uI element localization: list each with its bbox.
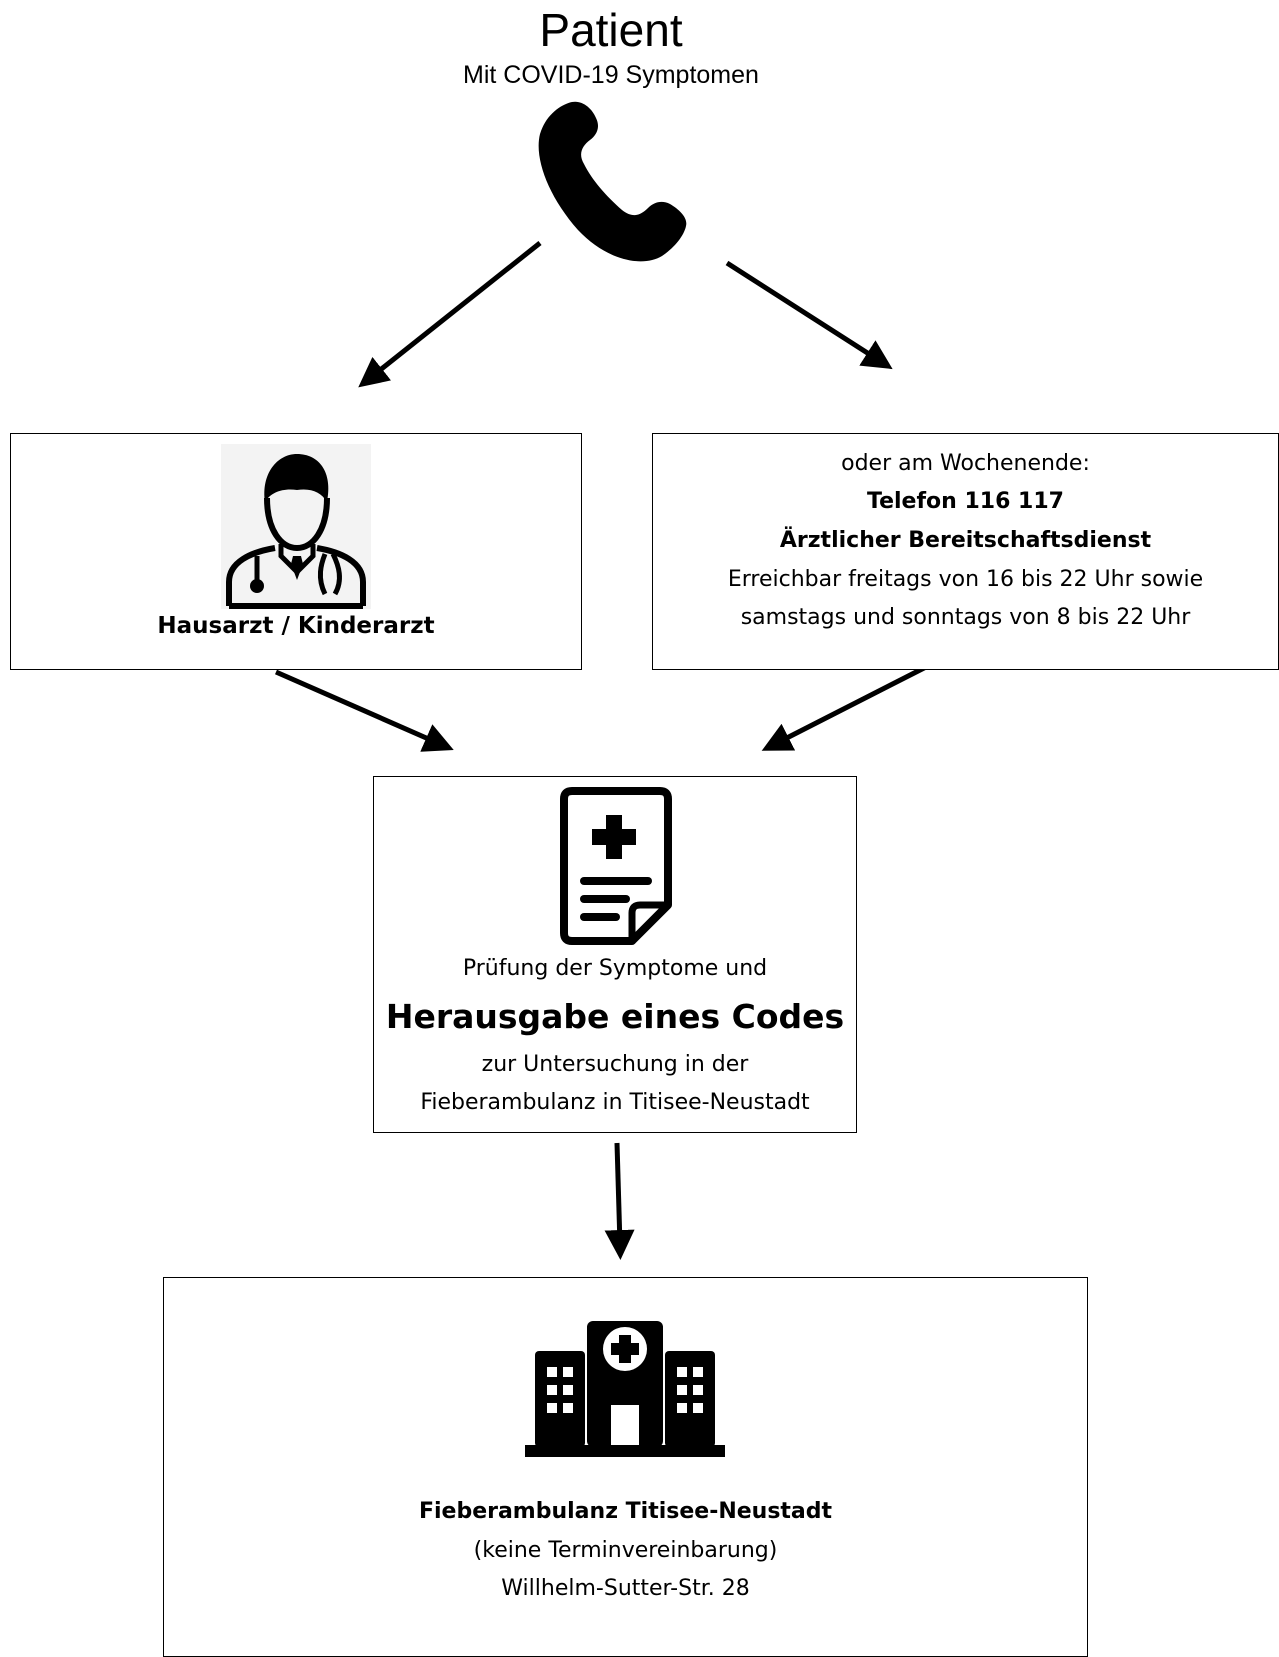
service-name-text: Ärztlicher Bereitschaftsdienst xyxy=(779,528,1152,553)
no-appointment-text: (keine Terminvereinbarung) xyxy=(473,1538,778,1563)
availability-text-1: Erreichbar freitags von 16 bis 22 Uhr so… xyxy=(727,567,1204,592)
arrow-phone-to-hausarzt xyxy=(358,241,542,388)
pruefung-box: Prüfung der Symptome und Herausgabe eine… xyxy=(373,776,857,1133)
arrow-hausarzt-to-pruefung xyxy=(274,669,454,752)
bereitschaftsdienst-box: oder am Wochenende: Telefon 116 117 Ärzt… xyxy=(652,433,1279,670)
hospital-icon xyxy=(525,1321,725,1457)
hausarzt-label: Hausarzt / Kinderarzt xyxy=(157,613,435,639)
code-purpose-text-1: zur Untersuchung in der xyxy=(481,1052,749,1077)
arrow-phone-to-bereitschaftsdienst xyxy=(725,260,893,370)
arrow-bereitschaftsdienst-to-pruefung xyxy=(761,664,928,751)
code-headline: Herausgabe eines Codes xyxy=(385,997,845,1036)
arrow-pruefung-to-fieberambulanz xyxy=(604,1142,635,1260)
phone-icon xyxy=(538,101,687,262)
weekend-intro-text: oder am Wochenende: xyxy=(841,451,1090,476)
address-text: Willhelm-Sutter-Str. 28 xyxy=(501,1576,750,1601)
doctor-icon xyxy=(221,444,371,609)
hausarzt-box: Hausarzt / Kinderarzt xyxy=(10,433,582,670)
medical-document-icon xyxy=(560,787,672,945)
diagram-subtitle: Mit COVID-19 Symptomen xyxy=(463,61,759,89)
code-purpose-text-2: Fieberambulanz in Titisee-Neustadt xyxy=(420,1090,810,1115)
fieberambulanz-name: Fieberambulanz Titisee-Neustadt xyxy=(418,1499,833,1524)
diagram-title: Patient xyxy=(539,4,683,56)
availability-text-2: samstags und sonntags von 8 bis 22 Uhr xyxy=(740,605,1191,630)
pruefung-intro-text: Prüfung der Symptome und xyxy=(462,956,768,981)
fieberambulanz-box: Fieberambulanz Titisee-Neustadt (keine T… xyxy=(163,1277,1088,1657)
phone-number-text: Telefon 116 117 xyxy=(867,489,1064,514)
